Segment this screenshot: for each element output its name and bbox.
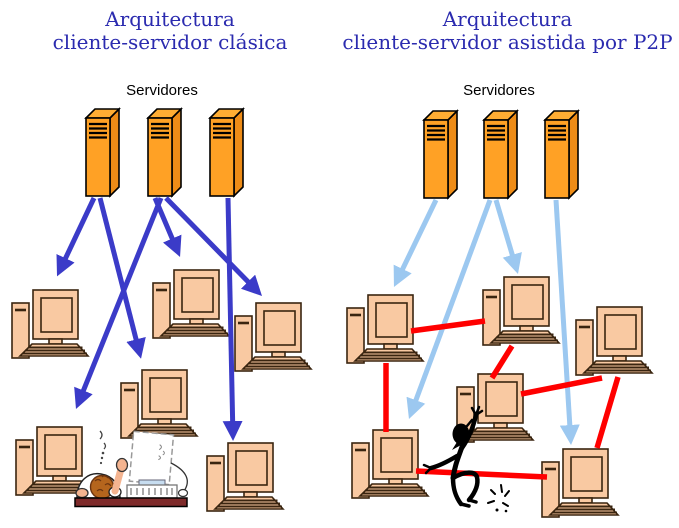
classic-arrow-server2-client4 [74, 197, 164, 409]
classic-client-6 [205, 441, 285, 513]
p2p-arrow-server3-client6 [553, 199, 580, 445]
distress-marks [99, 430, 107, 450]
impact-marks [487, 484, 510, 513]
p2p-assisted-panel [345, 109, 654, 519]
overloaded-user-figure [74, 430, 189, 508]
imp-figure [422, 405, 510, 513]
p2p-title: Arquitectura cliente-servidor asistida p… [336, 8, 679, 54]
p2p-arrow-server2-client2 [493, 199, 522, 275]
classic-server-3 [208, 107, 245, 198]
title-line: cliente-servidor asistida por P2P [342, 30, 673, 54]
p2p-client-3 [574, 305, 654, 377]
p2p-client-2 [481, 275, 561, 347]
classic-client-2 [151, 268, 231, 340]
classic-arrow-server1-client5 [97, 197, 146, 359]
classic-client-3 [233, 301, 313, 373]
mouse-icon [177, 488, 189, 498]
classic-server-1 [84, 107, 121, 198]
p2p-link-client1-client2 [410, 318, 486, 334]
p2p-server-1 [422, 109, 459, 200]
p2p-link-client4-client6 [415, 468, 548, 480]
p2p-client-6 [540, 447, 620, 519]
classic-client-5 [119, 368, 199, 440]
raised-fist [115, 457, 129, 473]
p2p-server-3 [543, 109, 580, 200]
classic-arrow-server2-client3 [164, 196, 262, 297]
p2p-servers-label: Servidores [463, 82, 535, 99]
classic-client-1 [10, 288, 90, 360]
p2p-arrow-server1-client1 [393, 198, 439, 288]
p2p-link-client5-client3 [520, 375, 603, 397]
classic-arrow-server3-client6 [222, 197, 243, 441]
p2p-link-client2-client5 [489, 344, 515, 380]
p2p-arrow-server2-client4 [406, 199, 493, 419]
p2p-link-client3-client6 [594, 376, 621, 449]
classic-architecture-panel [10, 107, 313, 513]
desk [74, 497, 188, 508]
title-line: Arquitectura [105, 7, 235, 31]
title-line: Arquitectura [442, 7, 573, 31]
mouse-cable [170, 462, 188, 492]
classic-title: Arquitectura cliente-servidor clásica [0, 8, 340, 54]
p2p-client-4 [350, 428, 430, 500]
title-line: cliente-servidor clásica [52, 30, 288, 54]
classic-servers-label: Servidores [126, 82, 198, 99]
p2p-server-2 [482, 109, 519, 200]
classic-server-2 [146, 107, 183, 198]
classic-arrow-server1-client1 [56, 196, 97, 277]
